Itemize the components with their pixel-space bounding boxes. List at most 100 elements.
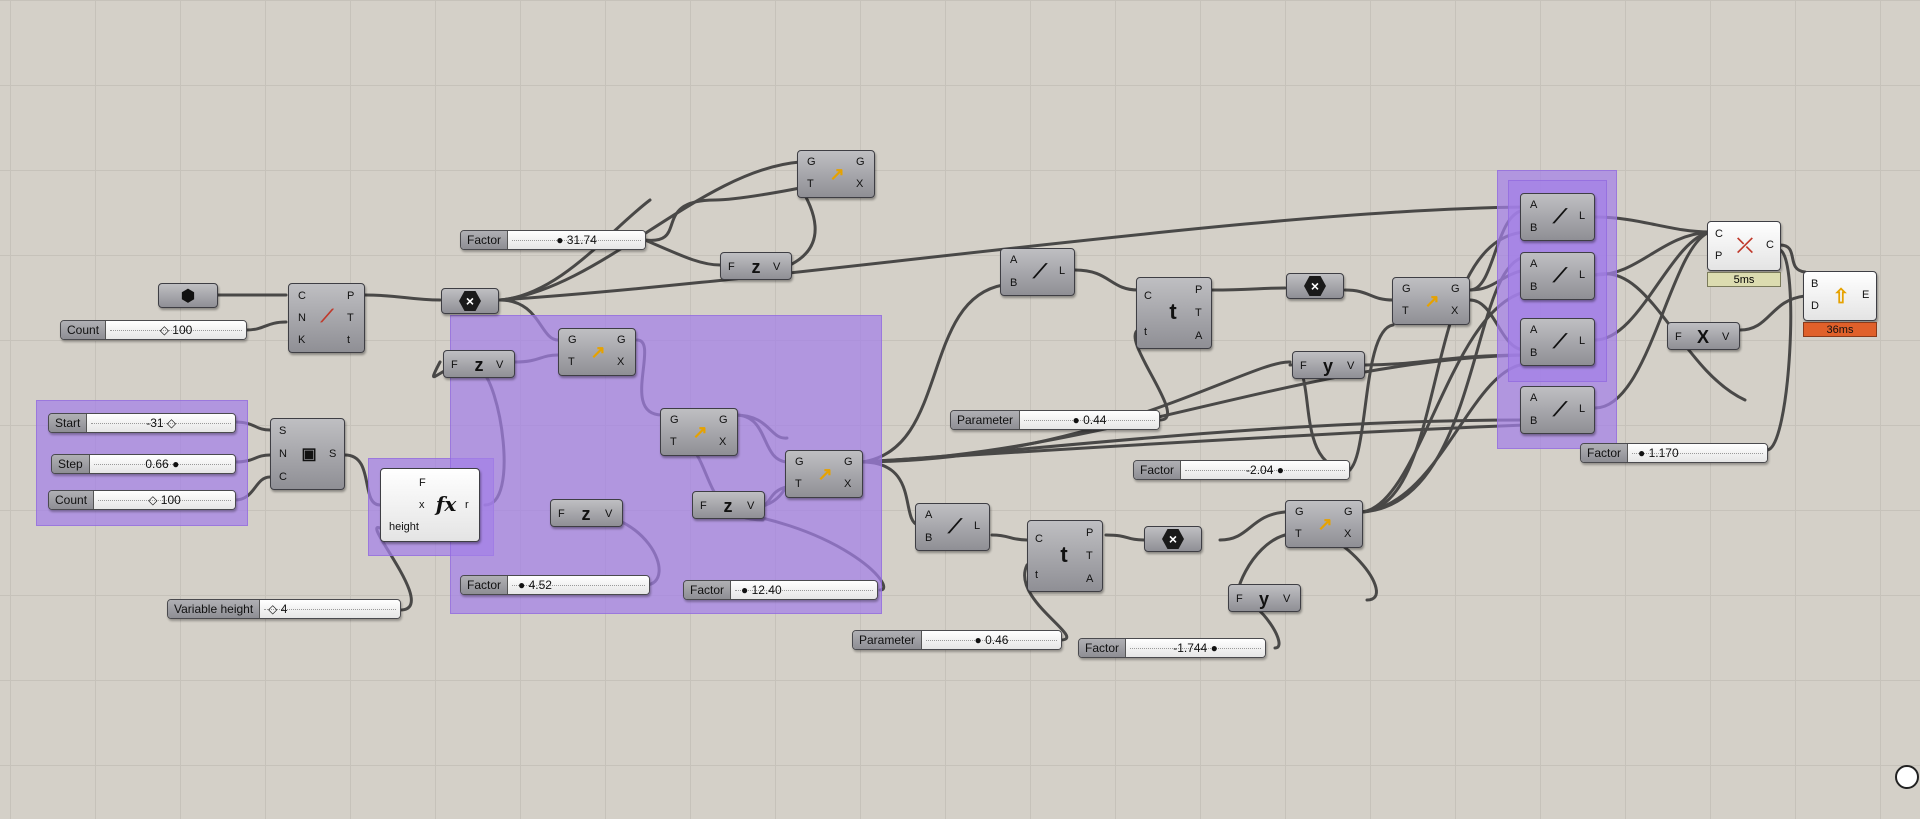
line-icon: ⟋ <box>948 515 962 538</box>
unit-x[interactable]: F X V <box>1667 322 1740 350</box>
count-series-slider[interactable]: Count ◇ 100 <box>48 490 236 510</box>
unit-y-b[interactable]: F y V <box>1228 584 1301 612</box>
slider-label: Factor <box>1134 461 1182 479</box>
expression-icon: fx <box>435 492 457 516</box>
input-label: A <box>1530 199 1538 211</box>
input-label: F <box>1300 360 1307 372</box>
move-b[interactable]: G T ↗ G X <box>660 408 738 456</box>
input-label: K <box>298 334 306 346</box>
move-e[interactable]: G T ↗ G X <box>1285 500 1363 548</box>
output-label: S <box>329 448 337 460</box>
line-a[interactable]: A B ⟋ L <box>1000 248 1075 296</box>
divide-curve[interactable]: C N K ⟋ P T t <box>288 283 365 353</box>
factor-slider-b[interactable]: Factor ● 12.40 <box>683 580 878 600</box>
output-label: G <box>1451 283 1460 295</box>
parameter-slider-a[interactable]: Parameter ● 0.44 <box>950 410 1160 430</box>
input-label: G <box>1295 506 1304 518</box>
wire <box>363 293 442 302</box>
parameter-slider-b[interactable]: Parameter ● 0.46 <box>852 630 1062 650</box>
unit-z-icon: z <box>723 495 733 516</box>
input-label: P <box>1715 250 1723 262</box>
output-label: V <box>496 359 504 371</box>
line-b[interactable]: A B ⟋ L <box>915 503 990 551</box>
output-label: X <box>844 478 852 490</box>
slider-label: Factor <box>461 576 509 594</box>
series-component[interactable]: S N C ▣ S <box>270 418 345 490</box>
input-label: T <box>670 436 677 448</box>
factor-slider-top[interactable]: Factor ● 31.74 <box>460 230 646 250</box>
slider-track[interactable]: -1.744 ● <box>1126 639 1265 657</box>
factor-slider-e[interactable]: Factor ● 1.170 <box>1580 443 1768 463</box>
input-label: C <box>298 290 306 302</box>
move-c[interactable]: G T ↗ G X <box>785 450 863 498</box>
unit-z-mid[interactable]: F z V <box>443 350 515 378</box>
step-slider[interactable]: Step 0.66 ● <box>51 454 236 474</box>
factor-slider-d[interactable]: Factor -1.744 ● <box>1078 638 1266 658</box>
line-e[interactable]: A B ⟋ L <box>1520 318 1595 366</box>
line-c[interactable]: A B ⟋ L <box>1520 193 1595 241</box>
line-f[interactable]: A B ⟋ L <box>1520 386 1595 434</box>
divide-curve-icon: ⟋ <box>320 305 334 326</box>
count-slider[interactable]: Count ◇ 100 <box>60 320 247 340</box>
slider-track[interactable]: ◇ 100 <box>94 491 235 509</box>
extrude-component[interactable]: B D ⇧ E <box>1803 271 1877 321</box>
input-label: C <box>1144 290 1152 302</box>
input-label: F <box>451 359 458 371</box>
factor-slider-c[interactable]: Factor -2.04 ● <box>1133 460 1350 480</box>
slider-track[interactable]: 0.66 ● <box>89 455 235 473</box>
evaluate-curve-b[interactable]: C t t P T A <box>1027 520 1103 592</box>
evaluate-curve-a[interactable]: C t t P T A <box>1136 277 1212 349</box>
unit-z-a[interactable]: F z V <box>550 499 623 527</box>
input-label: A <box>1530 392 1538 404</box>
unit-y-a[interactable]: F y V <box>1292 351 1365 379</box>
multiply-node-a[interactable]: × <box>441 288 499 314</box>
curve-param[interactable]: ⬢ <box>158 283 218 308</box>
unit-z-top[interactable]: F z V <box>720 252 792 280</box>
compass-widget[interactable] <box>1895 765 1919 789</box>
input-label: N <box>279 448 287 460</box>
move-icon: ↗ <box>1317 513 1333 534</box>
unit-z-b[interactable]: F z V <box>692 491 765 519</box>
slider-value: -31 ◇ <box>146 416 177 430</box>
line-icon: ⟋ <box>1033 260 1047 283</box>
input-label: A <box>925 509 933 521</box>
factor-slider-a[interactable]: Factor ● 4.52 <box>460 575 650 595</box>
line-icon: ⟋ <box>1553 264 1567 287</box>
output-label: P <box>347 290 355 302</box>
slider-track[interactable]: -31 ◇ <box>87 414 235 432</box>
slider-track[interactable]: ◇ 100 <box>106 321 246 339</box>
line-icon: ⟋ <box>1553 205 1567 228</box>
slider-track[interactable]: ● 0.44 <box>1020 411 1159 429</box>
input-label: A <box>1010 254 1018 266</box>
input-label: G <box>1402 283 1411 295</box>
multiply-node-b[interactable]: × <box>1286 273 1344 299</box>
slider-value: ● 1.170 <box>1638 446 1679 460</box>
slider-track[interactable]: ● 4.52 <box>508 576 649 594</box>
start-slider[interactable]: Start -31 ◇ <box>48 413 236 433</box>
variable-height-slider[interactable]: Variable height ◇ 4 <box>167 599 401 619</box>
slider-track[interactable]: ● 0.46 <box>922 631 1061 649</box>
output-label: V <box>1347 360 1355 372</box>
extrude-icon: ⇧ <box>1832 285 1850 308</box>
wire <box>990 533 1029 542</box>
slider-track[interactable]: ● 31.74 <box>508 231 645 249</box>
move-a[interactable]: G T ↗ G X <box>558 328 636 376</box>
slider-track[interactable]: ● 12.40 <box>731 581 877 599</box>
output-label: X <box>856 178 864 190</box>
wire <box>1104 533 1147 542</box>
expression-component[interactable]: F x height fx r <box>380 468 480 542</box>
line-d[interactable]: A B ⟋ L <box>1520 252 1595 300</box>
slider-track[interactable]: -2.04 ● <box>1181 461 1349 479</box>
slider-track[interactable]: ◇ 4 <box>260 600 400 618</box>
output-label: G <box>617 334 626 346</box>
multiply-node-c[interactable]: × <box>1144 526 1202 552</box>
input-label: B <box>1010 277 1018 289</box>
input-label: C <box>279 471 287 483</box>
loft-component[interactable]: C P ⤫ C <box>1707 221 1781 271</box>
output-label: V <box>605 508 613 520</box>
slider-label: Parameter <box>951 411 1021 429</box>
move-top[interactable]: G T ↗ G X <box>797 150 875 198</box>
slider-track[interactable]: ● 1.170 <box>1628 444 1767 462</box>
move-d[interactable]: G T ↗ G X <box>1392 277 1470 325</box>
curve-param-icon: ⬢ <box>181 287 195 305</box>
